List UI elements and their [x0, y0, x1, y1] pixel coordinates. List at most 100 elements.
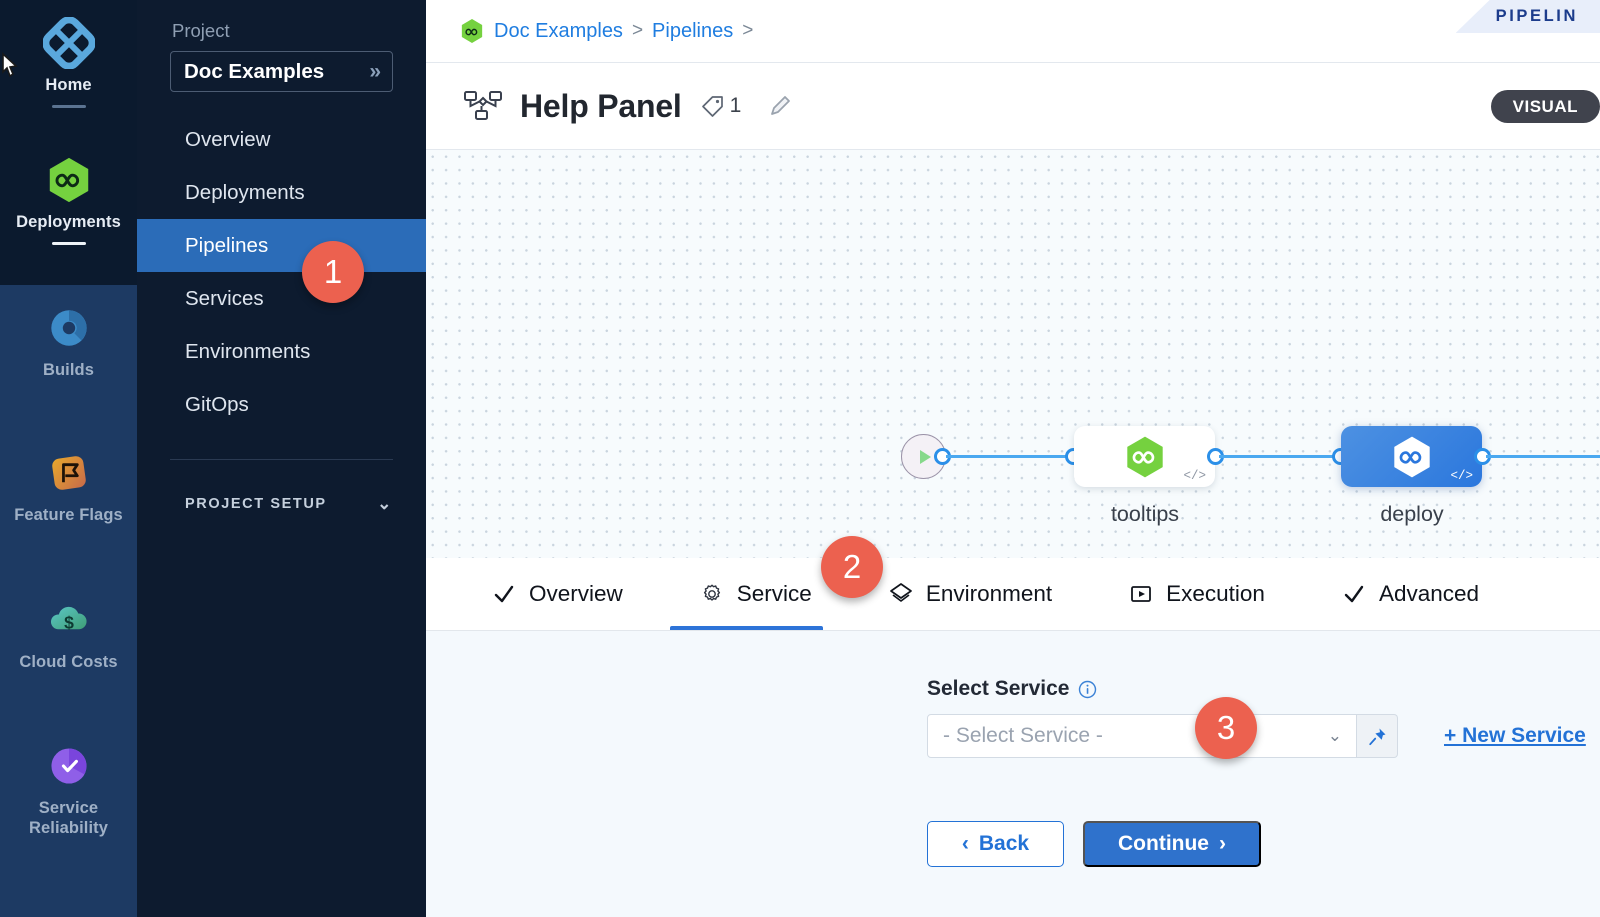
feature-flags-icon — [42, 446, 96, 500]
rail-active-underline — [51, 241, 86, 245]
play-box-icon — [1129, 582, 1153, 606]
sidebar-item-gitops[interactable]: GitOps — [137, 378, 426, 431]
rail-item-label: Service Reliability — [28, 799, 109, 837]
tab-label: Environment — [925, 581, 1053, 606]
chevron-down-icon: ⌄ — [377, 494, 393, 513]
breadcrumb-link-pipelines[interactable]: Pipelines — [652, 19, 734, 42]
sidebar-item-pipelines[interactable]: Pipelines — [137, 219, 426, 272]
project-nav-items: Overview Deployments Pipelines Services … — [137, 113, 426, 431]
pipeline-stage-label: deploy — [1380, 502, 1444, 526]
stage-tabs: Overview Service Environ — [426, 558, 1600, 631]
pipeline-edge — [1486, 455, 1600, 458]
field-label: Select Service — [927, 677, 1070, 700]
sidebar-item-deployments[interactable]: Deployments — [137, 166, 426, 219]
tab-environment[interactable]: Environment — [859, 558, 1099, 630]
check-icon — [492, 582, 516, 606]
tab-service[interactable]: Service — [669, 558, 859, 630]
tab-label: Advanced — [1378, 581, 1480, 606]
continue-button[interactable]: Continue › — [1083, 821, 1261, 867]
mouse-cursor-icon — [2, 52, 18, 78]
play-icon — [919, 449, 931, 464]
chevron-double-right-icon: » — [369, 59, 381, 83]
deployments-hexagon-icon — [42, 153, 96, 207]
page-header: Help Panel 1 VISUAL — [426, 63, 1600, 150]
project-hexagon-icon — [461, 19, 483, 43]
sidebar-item-environments[interactable]: Environments — [137, 325, 426, 378]
rail-item-label: Feature Flags — [14, 506, 123, 524]
pipeline-nodes-icon — [464, 91, 502, 120]
pipeline-stage-deploy[interactable]: </> — [1341, 426, 1482, 487]
annotation-badge-2: 2 — [821, 536, 883, 598]
rail-item-label: Cloud Costs — [19, 653, 118, 671]
nav-label: Overview — [185, 127, 271, 151]
pipeline-canvas[interactable]: </> tooltips </> deploy + — [426, 150, 1600, 558]
breadcrumb-separator: > — [742, 20, 754, 41]
tab-overview[interactable]: Overview — [462, 558, 670, 630]
rail-item-service-reliability[interactable]: Service Reliability — [0, 723, 137, 917]
check-icon — [1342, 582, 1366, 606]
rail-item-home[interactable]: Home — [0, 0, 137, 137]
service-reliability-icon — [42, 739, 96, 793]
back-label: Back — [978, 832, 1030, 855]
rail-item-label: Deployments — [16, 213, 121, 231]
pin-icon — [1368, 728, 1385, 745]
project-name: Doc Examples — [184, 59, 325, 83]
service-form: Select Service - Select Service - ⌄ — [426, 631, 1600, 917]
main-area: Doc Examples > Pipelines > PIPELIN Help … — [426, 0, 1600, 917]
deployment-hexagon-white-icon — [1393, 436, 1430, 477]
pipeline-stage-label: tooltips — [1110, 502, 1180, 526]
project-setup-toggle[interactable]: PROJECT SETUP ⌄ — [137, 494, 426, 514]
code-view-icon: </> — [1450, 469, 1473, 483]
cloud-costs-icon: $ — [42, 593, 96, 647]
project-section-label: Project — [172, 20, 230, 41]
rail-item-builds[interactable]: Builds — [0, 285, 137, 430]
breadcrumb: Doc Examples > Pipelines > PIPELIN — [426, 0, 1600, 63]
tag-count: 1 — [729, 94, 742, 117]
select-service-row: - Select Service - ⌄ + New Service — [927, 714, 1600, 758]
pin-button[interactable] — [1357, 714, 1398, 758]
tag-group[interactable]: 1 — [700, 94, 742, 119]
home-diamond-icon — [42, 16, 96, 70]
rail-item-cloud-costs[interactable]: $ Cloud Costs — [0, 577, 137, 723]
rail-item-deployments[interactable]: Deployments — [0, 137, 137, 285]
tag-icon — [701, 95, 723, 117]
layers-icon — [889, 582, 913, 606]
pencil-icon[interactable] — [767, 93, 793, 119]
project-setup-label: PROJECT SETUP — [185, 496, 327, 512]
tab-execution[interactable]: Execution — [1099, 558, 1312, 630]
tab-advanced[interactable]: Advanced — [1312, 558, 1526, 630]
service-select-input[interactable]: - Select Service - ⌄ — [927, 714, 1357, 758]
breadcrumb-link-project[interactable]: Doc Examples — [494, 19, 623, 42]
sidebar-item-services[interactable]: Services — [137, 272, 426, 325]
rail-active-underline — [51, 104, 86, 108]
project-selector[interactable]: Doc Examples » — [170, 51, 393, 92]
module-rail: Home Deployments Builds — [0, 0, 137, 917]
annotation-badge-1: 1 — [302, 241, 364, 303]
form-actions: ‹ Back Continue › — [927, 821, 1600, 867]
pipeline-edge — [1219, 455, 1341, 458]
back-button[interactable]: ‹ Back — [927, 821, 1064, 867]
nav-label: GitOps — [185, 392, 249, 416]
mode-badge-visual[interactable]: VISUAL — [1490, 90, 1600, 123]
continue-label: Continue — [1118, 832, 1209, 855]
rail-item-feature-flags[interactable]: Feature Flags — [0, 430, 137, 577]
new-service-link[interactable]: + New Service — [1444, 724, 1586, 747]
pipeline-stage-tooltips[interactable]: </> — [1074, 426, 1215, 487]
breadcrumb-separator: > — [631, 20, 644, 41]
nav-label: Pipelines — [185, 233, 269, 257]
builds-circle-icon — [42, 301, 96, 355]
gear-icon — [700, 582, 724, 606]
rail-item-label: Home — [45, 76, 92, 94]
nav-label: Services — [185, 286, 264, 310]
select-placeholder: - Select Service - — [943, 724, 1103, 747]
annotation-badge-3: 3 — [1195, 697, 1257, 759]
page-title: Help Panel — [520, 87, 682, 124]
info-icon[interactable] — [1078, 680, 1097, 699]
chevron-down-icon: ⌄ — [1327, 726, 1342, 745]
select-service-label-group: Select Service — [927, 677, 1600, 701]
nav-label: Environments — [185, 339, 311, 363]
rail-item-label: Builds — [42, 361, 95, 379]
tab-label: Service — [736, 581, 812, 606]
deployment-hexagon-green-icon — [1126, 436, 1163, 477]
sidebar-item-overview[interactable]: Overview — [137, 113, 426, 166]
